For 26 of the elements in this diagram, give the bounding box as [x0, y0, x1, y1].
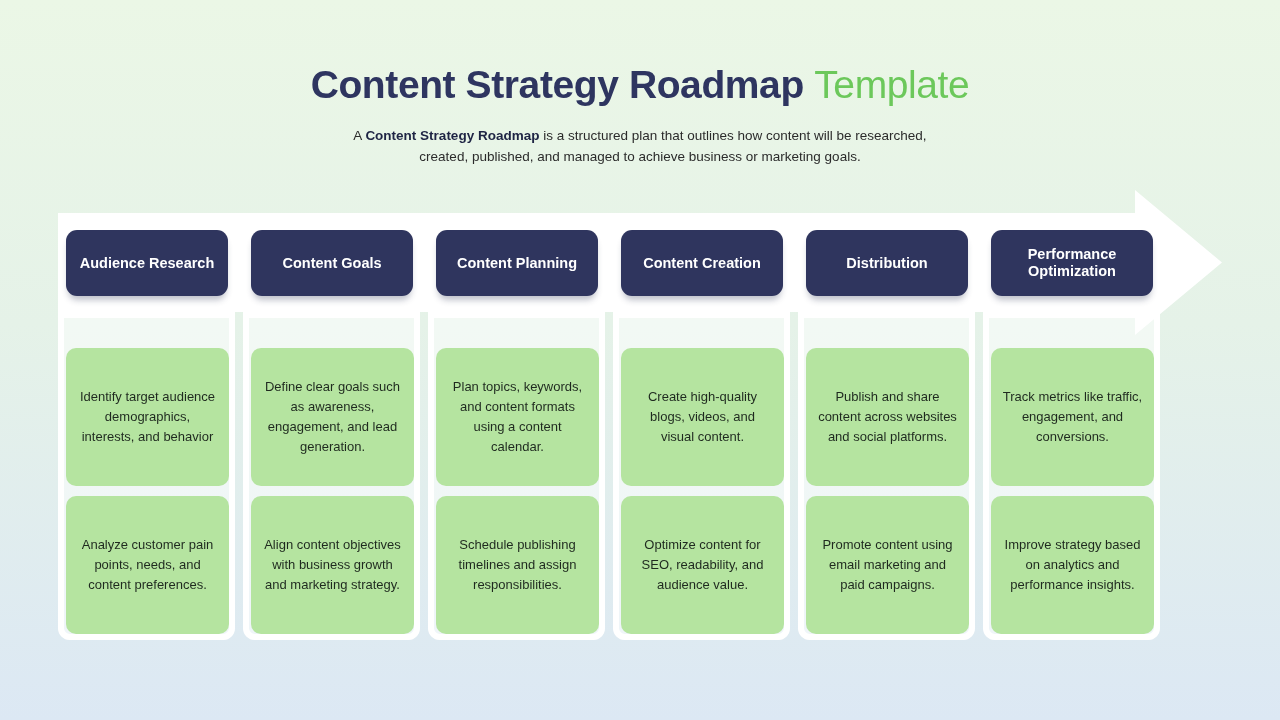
task-card: Improve strategy based on analytics and performance insights.	[991, 496, 1154, 634]
task-card: Create high-quality blogs, videos, and visual content.	[621, 348, 784, 486]
stage-header: Distribution	[806, 230, 968, 296]
task-card: Analyze customer pain points, needs, and content preferences.	[66, 496, 229, 634]
task-card: Align content objectives with business growth and marketing strategy.	[251, 496, 414, 634]
task-card: Track metrics like traffic, engagement, and conversions.	[991, 348, 1154, 486]
task-card: Identify target audience demographics, interests, and behavior	[66, 348, 229, 486]
task-card: Schedule publishing timelines and assign responsibilities.	[436, 496, 599, 634]
column-panel	[58, 312, 235, 640]
column-panel	[983, 312, 1160, 640]
column-panel	[428, 312, 605, 640]
task-card: Define clear goals such as awareness, engagement, and lead generation.	[251, 348, 414, 486]
stage-header: Content Planning	[436, 230, 598, 296]
task-card: Publish and share content across websites and social platforms.	[806, 348, 969, 486]
column-panel	[243, 312, 420, 640]
task-card: Promote content using email marketing and paid campaigns.	[806, 496, 969, 634]
description-text: A Content Strategy Roadmap is a structured plan that outlines how content will be researched, created, published, and managed to achieve business or marketing goals.	[352, 127, 928, 166]
stage-header: Content Creation	[621, 230, 783, 296]
task-card: Plan topics, keywords, and content formats using a content calendar.	[436, 348, 599, 486]
title: Content Strategy Roadmap Template	[310, 62, 970, 108]
column-panel	[613, 312, 790, 640]
task-card: Optimize content for SEO, readability, and audience value.	[621, 496, 784, 634]
column-panel	[798, 312, 975, 640]
stage-header: Content Goals	[251, 230, 413, 296]
stage-header: Performance Optimization	[991, 230, 1153, 296]
stage-header: Audience Research	[66, 230, 228, 296]
